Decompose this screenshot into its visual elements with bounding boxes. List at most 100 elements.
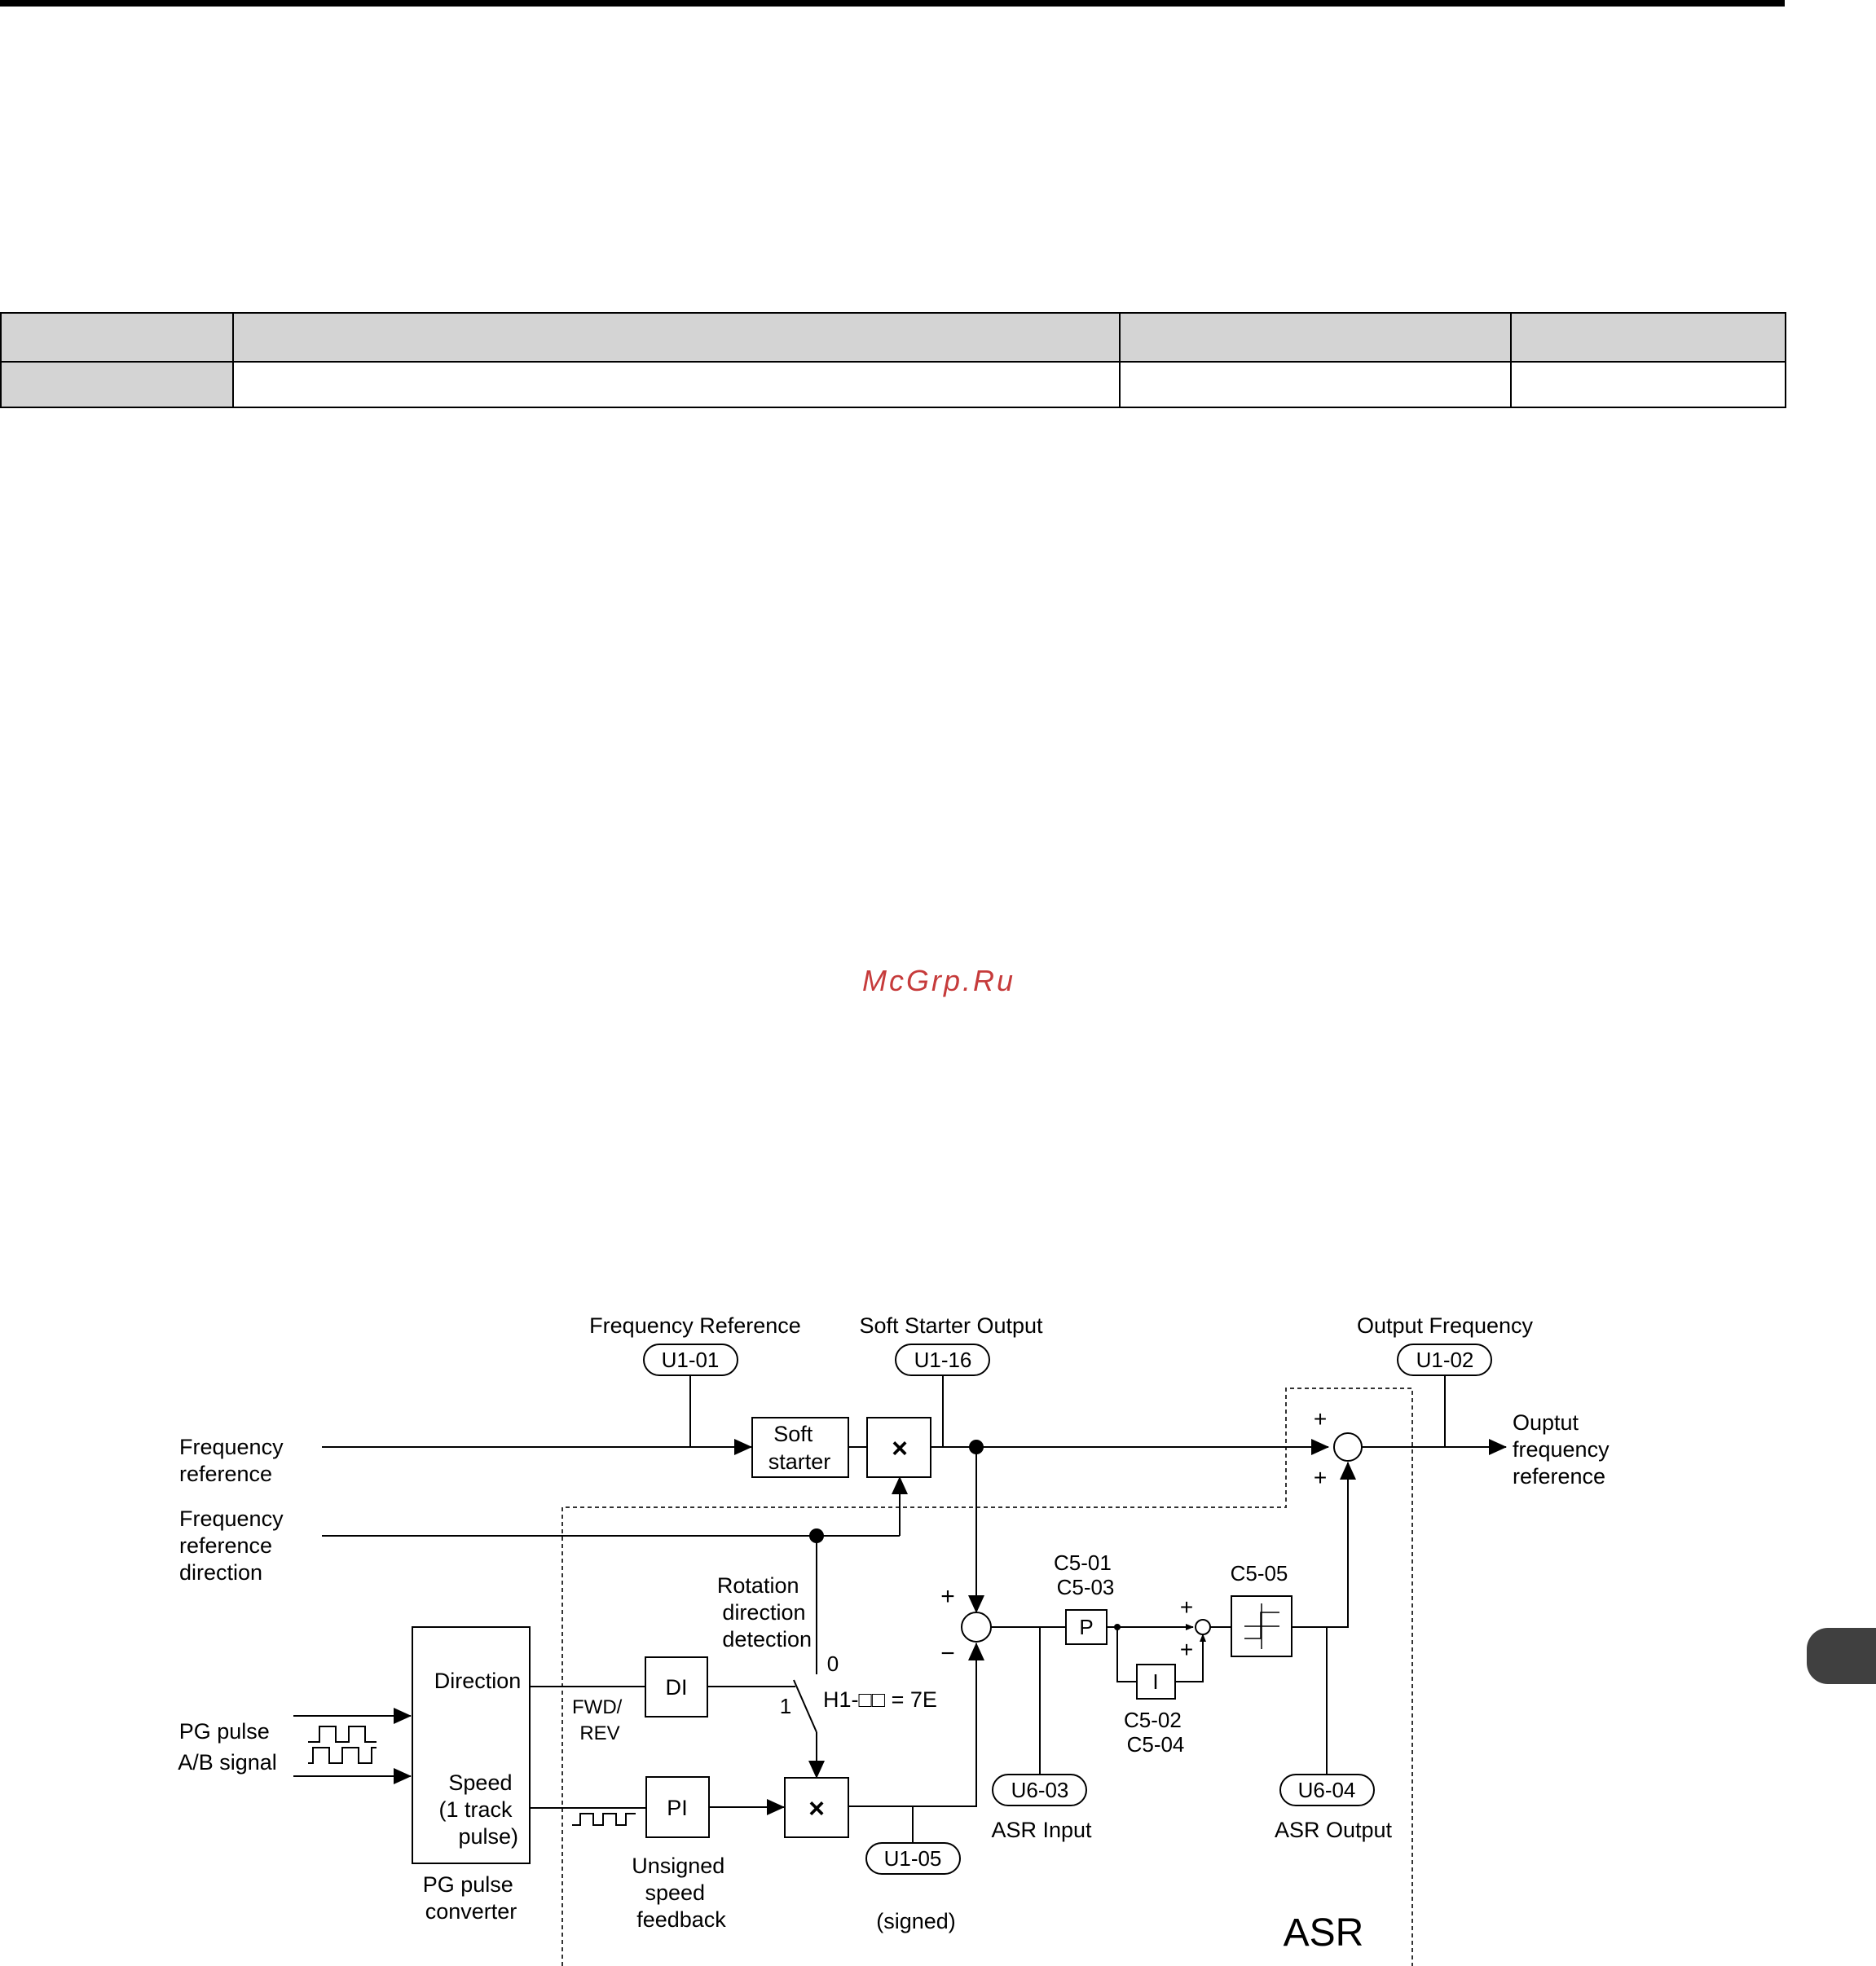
pg-pulse-converter-block: Direction Speed (1 track pulse)	[412, 1626, 531, 1864]
chapter-side-tab	[1807, 1628, 1876, 1684]
pg-pulse-line1: PG pulse	[179, 1719, 270, 1744]
soft-starter-output-title: Soft Starter Output	[859, 1313, 1043, 1338]
fwd-rev-label: FWD/ REV	[572, 1696, 628, 1744]
c5-02-label: C5-02	[1124, 1708, 1182, 1732]
monitor-u1-05: U1-05	[865, 1842, 961, 1875]
table-header-cell	[1119, 312, 1512, 363]
monitor-u6-04: U6-04	[1279, 1774, 1375, 1806]
soft-starter-label: Soft starter	[768, 1422, 831, 1474]
output-sum-plus-bottom: +	[1314, 1465, 1327, 1490]
pulse-a-glyph	[308, 1726, 377, 1743]
direction-input-label: Frequency reference direction	[179, 1506, 289, 1585]
multiplier-symbol: ×	[892, 1433, 908, 1464]
output-sum-plus-top: +	[1314, 1406, 1327, 1432]
i-gain-params: C5-02 C5-04	[1124, 1708, 1187, 1757]
converter-line2: converter	[425, 1899, 517, 1924]
top-rule	[0, 0, 1785, 7]
speed-pulse-glyph	[572, 1813, 636, 1826]
table-cell	[0, 361, 234, 408]
p-gain-params: C5-01 C5-03	[1054, 1550, 1117, 1599]
sign-multiplier-symbol: ×	[808, 1793, 825, 1824]
table-header-cell	[0, 312, 234, 363]
p-gain-label: P	[1079, 1615, 1093, 1639]
unsigned-line2: speed	[645, 1880, 705, 1905]
c5-01-label: C5-01	[1054, 1550, 1112, 1575]
soft-starter-block: Soft starter	[751, 1417, 849, 1478]
unsigned-feedback-label: Unsigned speed feedback	[632, 1854, 731, 1932]
monitor-u1-01: U1-01	[643, 1344, 738, 1376]
soft-starter-line1: Soft	[773, 1422, 813, 1446]
monitor-u6-03: U6-03	[992, 1774, 1087, 1806]
rotation-line2: direction	[722, 1600, 805, 1625]
monitor-u1-16: U1-16	[895, 1344, 990, 1376]
rotation-line3: detection	[722, 1627, 812, 1652]
speed-line1: Speed	[448, 1770, 512, 1795]
direction-multiplier-block: ×	[866, 1417, 931, 1478]
direction-output-label: Direction	[434, 1669, 522, 1693]
freq-ref-input-line1: Frequency	[179, 1435, 284, 1459]
di-label: DI	[666, 1675, 688, 1700]
error-junction-minus: −	[940, 1640, 955, 1667]
switch-0-label: 0	[827, 1652, 839, 1676]
speed-line2: (1 track	[438, 1797, 513, 1822]
pulse-b-glyph	[308, 1747, 377, 1764]
output-label: Ouptut frequency reference	[1513, 1410, 1615, 1489]
converter-label: PG pulse converter	[423, 1872, 520, 1924]
converter-line1: PG pulse	[423, 1872, 513, 1897]
table-row	[0, 361, 1786, 408]
switch-1-label: 1	[780, 1694, 791, 1718]
table-header-cell	[1510, 312, 1786, 363]
di-block: DI	[645, 1656, 708, 1718]
speed-line3: pulse)	[458, 1824, 518, 1849]
pi-sum-plus-bottom: +	[1180, 1637, 1193, 1662]
asr-input-label: ASR Input	[991, 1818, 1092, 1842]
direction-input-line2: reference	[179, 1533, 272, 1558]
direction-input-line1: Frequency	[179, 1506, 284, 1531]
unsigned-line3: feedback	[636, 1907, 726, 1932]
sign-multiplier-block: ×	[784, 1777, 849, 1838]
speed-output-label: Speed (1 track pulse)	[438, 1770, 518, 1849]
fwd-rev-line1: FWD/	[572, 1696, 623, 1718]
signed-label: (signed)	[876, 1909, 956, 1933]
fwd-rev-line2: REV	[579, 1722, 619, 1744]
freq-ref-input-label: Frequency reference	[179, 1435, 289, 1486]
limiter-block	[1231, 1595, 1293, 1657]
pg-pulse-label: PG pulse A/B signal	[178, 1719, 277, 1775]
limiter-icon	[1244, 1603, 1279, 1649]
selector-switch	[793, 1679, 817, 1733]
error-junction-plus: +	[940, 1583, 955, 1610]
monitor-u1-16-label: U1-16	[914, 1348, 972, 1372]
output-sum-junction	[1333, 1432, 1363, 1462]
p-gain-block: P	[1065, 1609, 1108, 1645]
speed-error-junction	[961, 1612, 992, 1643]
c5-04-label: C5-04	[1127, 1732, 1185, 1757]
pg-pulse-line2: A/B signal	[178, 1750, 277, 1775]
h1-setting-label: H1-□□ = 7E	[823, 1687, 937, 1712]
parameter-table	[0, 312, 1786, 408]
unsigned-line1: Unsigned	[632, 1854, 724, 1878]
soft-starter-line2: starter	[768, 1449, 831, 1474]
rotation-detection-label: Rotation direction detection	[717, 1573, 812, 1652]
i-gain-label: I	[1152, 1669, 1158, 1694]
rotation-line1: Rotation	[717, 1573, 799, 1598]
monitor-u1-02: U1-02	[1397, 1344, 1492, 1376]
pi-block: PI	[645, 1776, 710, 1838]
asr-output-label: ASR Output	[1275, 1818, 1393, 1842]
output-label-line2: frequency	[1513, 1437, 1610, 1462]
pi-sum-plus-top: +	[1180, 1594, 1193, 1620]
pi-sum-junction	[1195, 1619, 1211, 1635]
monitor-u1-01-label: U1-01	[662, 1348, 720, 1372]
pi-label: PI	[667, 1796, 688, 1820]
output-frequency-title: Output Frequency	[1357, 1313, 1534, 1338]
monitor-u1-05-label: U1-05	[884, 1846, 942, 1871]
monitor-u6-04-label: U6-04	[1298, 1778, 1356, 1802]
asr-label: ASR	[1284, 1911, 1364, 1955]
table-cell	[232, 361, 1121, 408]
table-header-row	[0, 312, 1786, 363]
table-header-cell	[232, 312, 1121, 363]
freq-ref-title: Frequency Reference	[589, 1313, 801, 1338]
direction-input-line3: direction	[179, 1560, 262, 1585]
c5-05-label: C5-05	[1231, 1561, 1288, 1586]
monitor-u1-02-label: U1-02	[1416, 1348, 1474, 1372]
table-cell	[1510, 361, 1786, 408]
